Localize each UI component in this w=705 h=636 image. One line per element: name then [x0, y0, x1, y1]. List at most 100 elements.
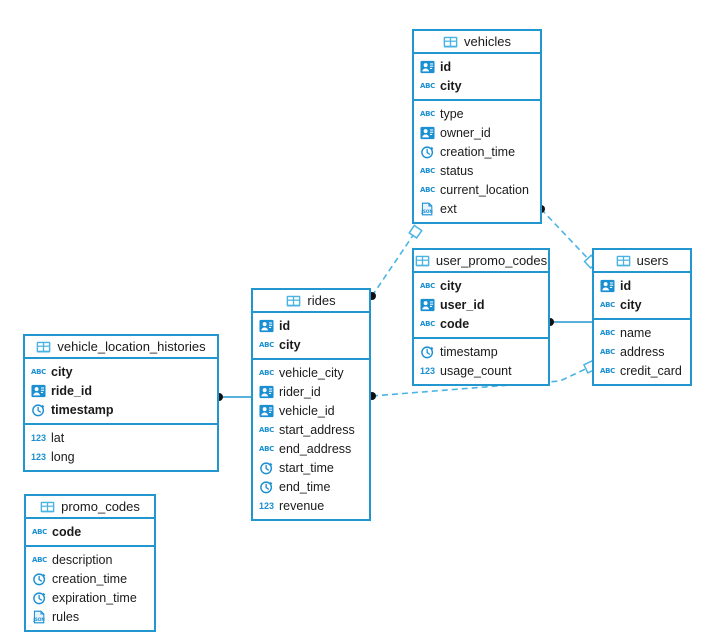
- abc-string-icon: ABC: [259, 368, 274, 377]
- field-row[interactable]: timestamp: [25, 400, 217, 419]
- field-name: code: [440, 316, 470, 331]
- table-title: rides: [307, 293, 336, 308]
- uuid-card-icon: [259, 385, 274, 399]
- field-name: rules: [52, 609, 80, 624]
- clock-timestamp-icon: [259, 461, 274, 475]
- field-name: start_address: [279, 422, 355, 437]
- one-marker: [408, 224, 423, 240]
- field-name: city: [620, 297, 642, 312]
- abc-string-icon: ABC: [420, 319, 435, 328]
- field-row[interactable]: ABC status: [414, 161, 540, 180]
- clock-timestamp-icon: [32, 572, 47, 586]
- abc-string-icon: ABC: [420, 281, 435, 290]
- field-row[interactable]: rider_id: [253, 382, 369, 401]
- field-row[interactable]: ABC city: [414, 276, 548, 295]
- field-row[interactable]: timestamp: [414, 342, 548, 361]
- table-header-users[interactable]: users: [594, 250, 690, 273]
- table-header-vehicles[interactable]: vehicles: [414, 31, 540, 54]
- field-name: status: [440, 163, 474, 178]
- field-row[interactable]: vehicle_id: [253, 401, 369, 420]
- field-row[interactable]: owner_id: [414, 123, 540, 142]
- field-name: ext: [440, 201, 457, 216]
- svg-text:JSON: JSON: [420, 209, 433, 214]
- field-row[interactable]: user_id: [414, 295, 548, 314]
- field-name: timestamp: [51, 402, 114, 417]
- field-name: id: [620, 278, 632, 293]
- relationship-rel-upc-users[interactable]: [546, 318, 592, 326]
- uuid-card-icon: [259, 404, 274, 418]
- uuid-card-icon: [600, 279, 615, 293]
- field-name: credit_card: [620, 363, 682, 378]
- field-row[interactable]: end_time: [253, 477, 369, 496]
- table-header-rides[interactable]: rides: [253, 290, 369, 313]
- clock-timestamp-icon: [259, 480, 274, 494]
- table-header-user_promo_codes[interactable]: user_promo_codes: [414, 250, 548, 273]
- field-name: creation_time: [440, 144, 516, 159]
- field-row[interactable]: creation_time: [414, 142, 540, 161]
- field-name: city: [440, 78, 462, 93]
- clock-timestamp-icon: [420, 145, 435, 159]
- relationship-rel-vlh-rides[interactable]: [215, 393, 251, 401]
- uuid-card-icon: [420, 298, 435, 312]
- field-row[interactable]: start_time: [253, 458, 369, 477]
- table-title: users: [636, 253, 669, 268]
- table-header-promo_codes[interactable]: promo_codes: [26, 496, 154, 519]
- table-header-vehicle_location_histories[interactable]: vehicle_location_histories: [25, 336, 217, 359]
- field-name: usage_count: [440, 363, 512, 378]
- field-row[interactable]: JSON ext: [414, 199, 540, 218]
- field-name: city: [440, 278, 462, 293]
- field-row[interactable]: ride_id: [25, 381, 217, 400]
- field-name: revenue: [279, 498, 325, 513]
- field-name: expiration_time: [52, 590, 137, 605]
- abc-string-icon: ABC: [600, 347, 615, 356]
- uuid-card-icon: [259, 319, 274, 333]
- field-name: timestamp: [440, 344, 498, 359]
- field-row[interactable]: expiration_time: [26, 588, 154, 607]
- abc-string-icon: ABC: [600, 328, 615, 337]
- uuid-card-icon: [31, 384, 46, 398]
- field-row[interactable]: creation_time: [26, 569, 154, 588]
- field-name: current_location: [440, 182, 529, 197]
- table-icon: [286, 294, 301, 308]
- field-name: owner_id: [440, 125, 491, 140]
- table-icon: [40, 500, 55, 514]
- field-row[interactable]: id: [253, 316, 369, 335]
- abc-string-icon: ABC: [420, 109, 435, 118]
- field-row[interactable]: ABC code: [414, 314, 548, 333]
- table-title: user_promo_codes: [435, 253, 548, 268]
- abc-string-icon: ABC: [420, 166, 435, 175]
- field-name: vehicle_id: [279, 403, 335, 418]
- field-row[interactable]: id: [594, 276, 690, 295]
- field-row[interactable]: id: [414, 57, 540, 76]
